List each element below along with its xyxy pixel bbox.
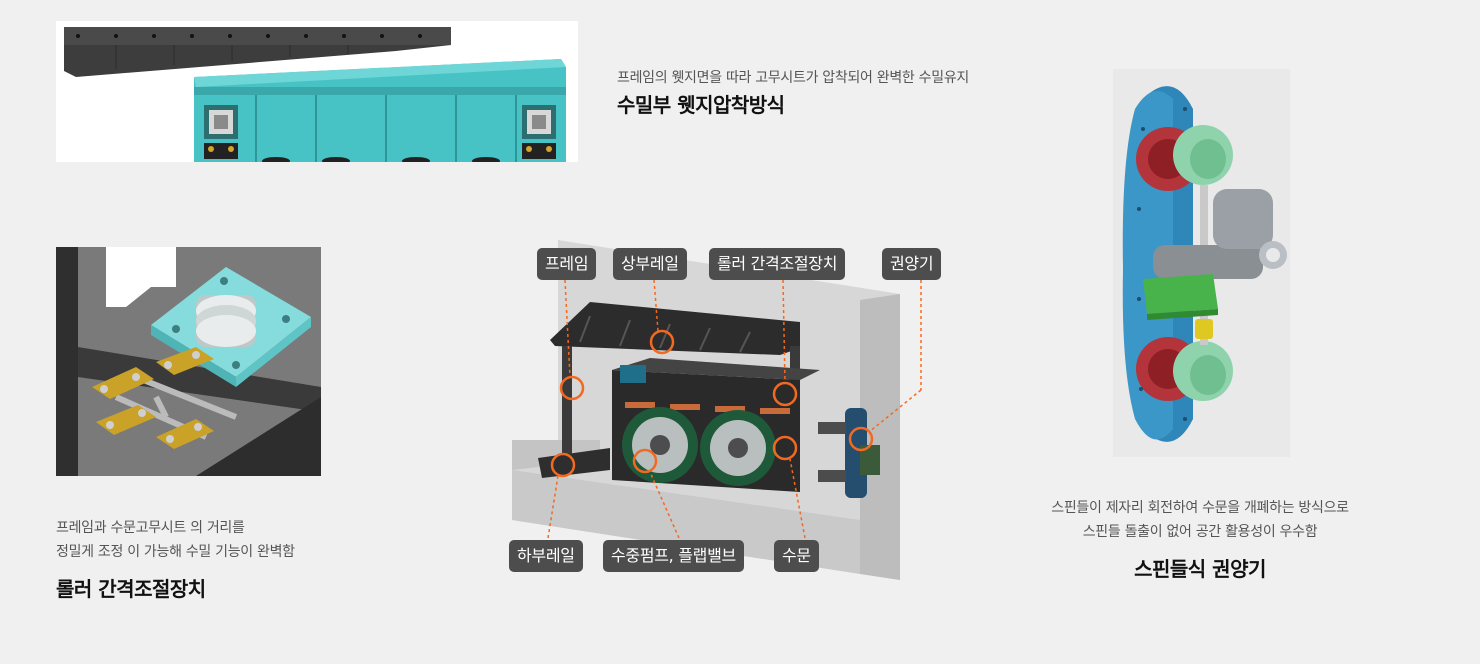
- spindle-hoist-description-line2: 스핀들 돌출이 없어 공간 활용성이 우수함: [1082, 524, 1318, 540]
- wedge-seal-illustration: [64, 27, 566, 162]
- label-hoist: 권양기: [882, 248, 942, 280]
- wedge-seal-image: [56, 21, 578, 162]
- spindle-hoist-title: 스핀들식 권양기: [1134, 557, 1266, 581]
- wedge-seal-title: 수밀부 웻지압착방식: [617, 93, 785, 117]
- spindle-hoist-illustration: [1113, 69, 1290, 457]
- label-gate: 수문: [774, 540, 819, 572]
- roller-adjuster-illustration: [56, 247, 321, 476]
- label-lower-rail: 하부레일: [509, 540, 583, 572]
- roller-adjuster-description-line1: 프레임과 수문고무시트 의 거리를: [56, 520, 245, 536]
- spindle-hoist-caption: 스핀들이 제자리 회전하여 수문을 개폐하는 방식으로 스핀들 돌출이 없어 공…: [1000, 496, 1400, 584]
- wedge-seal-caption: 프레임의 웻지면을 따라 고무시트가 압착되어 완벽한 수밀유지 수밀부 웻지압…: [617, 66, 1057, 120]
- spindle-hoist-description-line1: 스핀들이 제자리 회전하여 수문을 개폐하는 방식으로: [1051, 500, 1349, 516]
- label-roller-adjuster: 롤러 간격조절장치: [709, 248, 846, 280]
- label-upper-rail: 상부레일: [613, 248, 687, 280]
- roller-adjuster-title: 롤러 간격조절장치: [56, 577, 206, 601]
- label-frame: 프레임: [537, 248, 597, 280]
- gate-assembly-illustration: [512, 240, 922, 580]
- roller-adjuster-image: [56, 247, 321, 476]
- gate-assembly-diagram: 프레임 상부레일 롤러 간격조절장치 권양기 하부레일 수중펌프, 플랩밸브 수…: [500, 230, 960, 590]
- label-pump-valve: 수중펌프, 플랩밸브: [603, 540, 744, 572]
- wedge-seal-description: 프레임의 웻지면을 따라 고무시트가 압착되어 완벽한 수밀유지: [617, 70, 969, 86]
- roller-adjuster-caption: 프레임과 수문고무시트 의 거리를 정밀게 조정 이 가능해 수밀 기능이 완벽…: [56, 516, 396, 604]
- spindle-hoist-image: [1113, 69, 1290, 457]
- roller-adjuster-description-line2: 정밀게 조정 이 가능해 수밀 기능이 완벽함: [56, 544, 295, 560]
